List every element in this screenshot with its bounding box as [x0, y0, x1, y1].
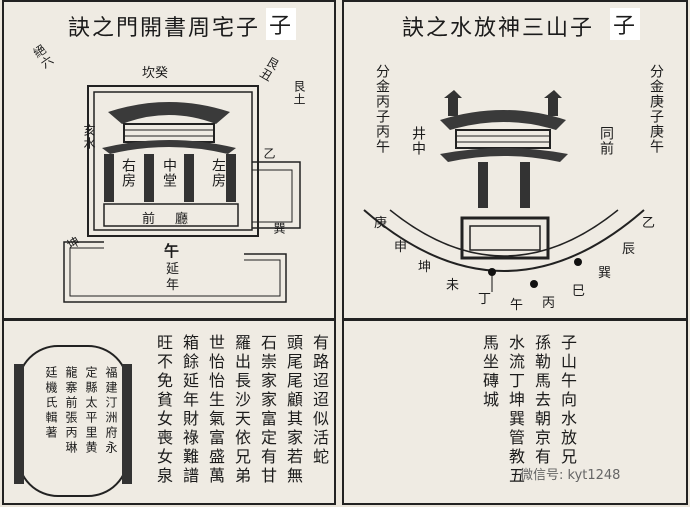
left-label-gentu: 艮土	[292, 80, 306, 106]
compass-char: 乙	[642, 216, 656, 231]
compass-char: 巽	[598, 266, 612, 281]
verse-col: 水流丁坤巽管教五	[506, 334, 525, 486]
left-title-zi: 子	[266, 8, 297, 40]
verse-col: 旺不免貧女喪女泉	[154, 334, 173, 486]
front-hall: 前廳	[142, 212, 209, 227]
hall-center: 中堂	[161, 158, 177, 188]
compass-char: 午	[510, 298, 524, 313]
left-divider	[4, 318, 334, 321]
seal-line: 定縣太平里黄	[84, 366, 98, 456]
left-house-diagram	[14, 85, 301, 497]
seal-line: 龍寨前張丙琳	[64, 366, 78, 456]
left-label-yan: 延	[166, 262, 180, 277]
right-title-zi: 子	[610, 8, 641, 40]
left-page: 訣之門開書周宅子 子	[2, 0, 336, 505]
seal-line: 福建汀洲府永	[104, 366, 118, 456]
right-divider	[344, 318, 686, 321]
verse-col: 石崇家家富定有甘	[258, 334, 277, 486]
verse-col: 羅出長沙天依兄弟	[232, 334, 251, 486]
right-title: 訣之水放神三山子	[402, 16, 595, 41]
verse-col: 世怡怡生氣富盛萬	[206, 334, 225, 486]
left-title: 訣之門開書周宅子	[68, 16, 261, 41]
compass-char: 巳	[572, 284, 586, 299]
hall-right: 右房	[120, 158, 136, 188]
right-note-right: 分金庚子庚午	[648, 64, 664, 154]
compass-char: 申	[394, 240, 408, 255]
right-note-same: 同前	[598, 126, 614, 156]
left-label-kan: 坎癸	[142, 66, 169, 81]
right-page: 訣之水放神三山子 子 分	[342, 0, 688, 505]
right-compass-diagram	[363, 90, 645, 292]
compass-char: 辰	[622, 242, 636, 257]
compass-char: 坤	[418, 260, 432, 275]
right-note-well: 井中	[410, 126, 426, 156]
verse-col: 箱餘延年財祿難譜	[180, 334, 199, 486]
verse-col: 馬坐磚城	[480, 334, 499, 410]
seal-line: 廷機氏輯著	[44, 366, 58, 441]
left-label-xun: 巽	[272, 222, 286, 235]
hall-left: 左房	[210, 158, 226, 188]
compass-char: 丙	[542, 296, 556, 311]
compass-char: 未	[446, 278, 460, 293]
verse-col: 孫勒馬去朝京有	[532, 334, 551, 467]
compass-char: 丁	[478, 292, 492, 307]
left-label-haishui: 亥水	[82, 124, 96, 150]
verse-col: 有路迢迢似活蛇	[310, 334, 329, 467]
right-note-left: 分金丙子丙午	[374, 64, 390, 154]
left-label-yi: 乙	[262, 147, 276, 160]
compass-char: 庚	[374, 216, 388, 231]
verse-col: 子山午向水放兄	[558, 334, 577, 467]
verse-col: 頭尾尾顧其家若無	[284, 334, 303, 486]
watermark: 微信号: kyt1248	[520, 468, 621, 483]
left-label-nian: 年	[166, 278, 180, 293]
left-label-wu: 午	[164, 242, 180, 260]
